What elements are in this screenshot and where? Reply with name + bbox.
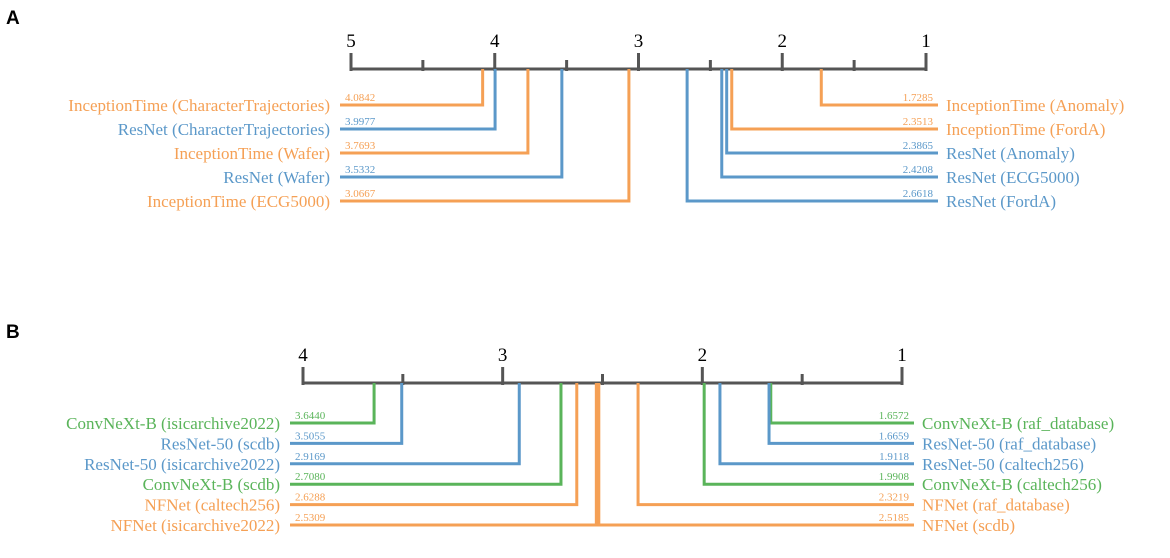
entry-name-label: NFNet (scdb) xyxy=(922,516,1015,535)
rank-value-label: 3.0667 xyxy=(345,188,376,200)
rank-connector xyxy=(340,69,564,179)
entry-name-label: ResNet-50 (scdb) xyxy=(161,434,280,453)
rank-connector xyxy=(702,383,914,486)
rank-connector xyxy=(340,69,497,131)
panel-label: B xyxy=(6,322,20,343)
rank-connector xyxy=(725,69,938,155)
rank-value-label: 3.9977 xyxy=(345,116,376,128)
rank-value-label: 3.7693 xyxy=(345,140,376,152)
entry-name-label: ConvNeXt-B (isicarchive2022) xyxy=(66,414,280,433)
tick-label: 3 xyxy=(498,345,508,366)
rank-connector xyxy=(769,383,914,425)
panel-b: B 4 3 2 1 3.6440 ConvNeXt-B (isicarchive2022) 3… xyxy=(6,322,1114,535)
entry-name-label: ResNet-50 (caltech256) xyxy=(922,455,1084,474)
rank-connector xyxy=(340,69,530,155)
entry-name-label: ResNet-50 (raf_database) xyxy=(922,434,1096,453)
rank-connector xyxy=(720,69,938,179)
tick-label: 2 xyxy=(778,31,788,52)
entry-name-label: InceptionTime (Wafer) xyxy=(174,144,330,163)
entry-name-label: NFNet (caltech256) xyxy=(145,496,280,515)
entry-name-label: NFNet (raf_database) xyxy=(922,496,1070,515)
panel-a: A 5 4 3 2 1 4.0842 InceptionTime (CharacterTraj… xyxy=(6,8,1124,211)
rank-connector xyxy=(290,383,598,527)
rank-connector xyxy=(290,383,579,507)
tick-label: 4 xyxy=(298,345,308,366)
rank-connector xyxy=(340,69,485,107)
rank-value-label: 2.9169 xyxy=(295,451,326,463)
entry-name-label: ResNet (CharacterTrajectories) xyxy=(118,120,330,139)
rank-value-label: 2.6618 xyxy=(903,188,934,200)
tick-label: 4 xyxy=(490,31,500,52)
tick-label: 5 xyxy=(346,31,356,52)
rank-value-label: 4.0842 xyxy=(345,92,375,104)
rank-connector xyxy=(718,383,914,466)
rank-value-label: 1.7285 xyxy=(903,92,934,104)
tick-label: 1 xyxy=(921,31,931,52)
entry-name-label: ResNet-50 (isicarchive2022) xyxy=(84,455,280,474)
entry-name-label: ResNet (Anomaly) xyxy=(946,144,1075,163)
entry-name-label: ConvNeXt-B (caltech256) xyxy=(922,475,1102,494)
entry-name-label: ConvNeXt-B (raf_database) xyxy=(922,414,1114,433)
rank-value-label: 2.3865 xyxy=(903,140,934,152)
rank-value-label: 2.6288 xyxy=(295,492,326,504)
entry-name-label: InceptionTime (CharacterTrajectories) xyxy=(68,96,330,115)
rank-connector xyxy=(636,383,914,507)
entry-name-label: InceptionTime (ECG5000) xyxy=(147,192,330,211)
entry-name-label: ResNet (FordA) xyxy=(946,192,1056,211)
tick-label: 2 xyxy=(698,345,708,366)
rank-value-label: 2.5309 xyxy=(295,512,326,524)
rank-value-label: 2.5185 xyxy=(879,512,910,524)
entry-name-label: InceptionTime (FordA) xyxy=(946,120,1105,139)
rank-value-label: 2.3219 xyxy=(879,492,910,504)
rank-value-label: 2.4208 xyxy=(903,164,934,176)
rank-value-label: 3.5055 xyxy=(295,430,326,442)
entry-name-label: ConvNeXt-B (scdb) xyxy=(143,475,280,494)
entry-name-label: ResNet (ECG5000) xyxy=(946,168,1080,187)
rank-value-label: 1.6659 xyxy=(879,430,910,442)
rank-connector xyxy=(340,69,631,203)
rank-connector xyxy=(290,383,563,486)
rank-connector xyxy=(767,383,914,445)
rank-connector xyxy=(819,69,938,107)
rank-value-label: 1.9908 xyxy=(879,471,910,483)
rank-connector xyxy=(597,383,914,527)
rank-value-label: 1.6572 xyxy=(879,410,909,422)
entry-name-label: InceptionTime (Anomaly) xyxy=(946,96,1124,115)
rank-value-label: 3.6440 xyxy=(295,410,326,422)
tick-label: 3 xyxy=(634,31,644,52)
rank-connector xyxy=(290,383,521,466)
rank-connector xyxy=(290,383,376,425)
rank-connector xyxy=(685,69,938,203)
panel-label: A xyxy=(6,8,20,29)
rank-value-label: 2.7080 xyxy=(295,471,326,483)
tick-label: 1 xyxy=(897,345,907,366)
rank-connector xyxy=(290,383,404,445)
rank-connector xyxy=(730,69,938,131)
rank-value-label: 3.5332 xyxy=(345,164,375,176)
rank-value-label: 2.3513 xyxy=(903,116,934,128)
entry-name-label: ResNet (Wafer) xyxy=(223,168,330,187)
entry-name-label: NFNet (isicarchive2022) xyxy=(111,516,280,535)
rank-value-label: 1.9118 xyxy=(879,451,909,463)
